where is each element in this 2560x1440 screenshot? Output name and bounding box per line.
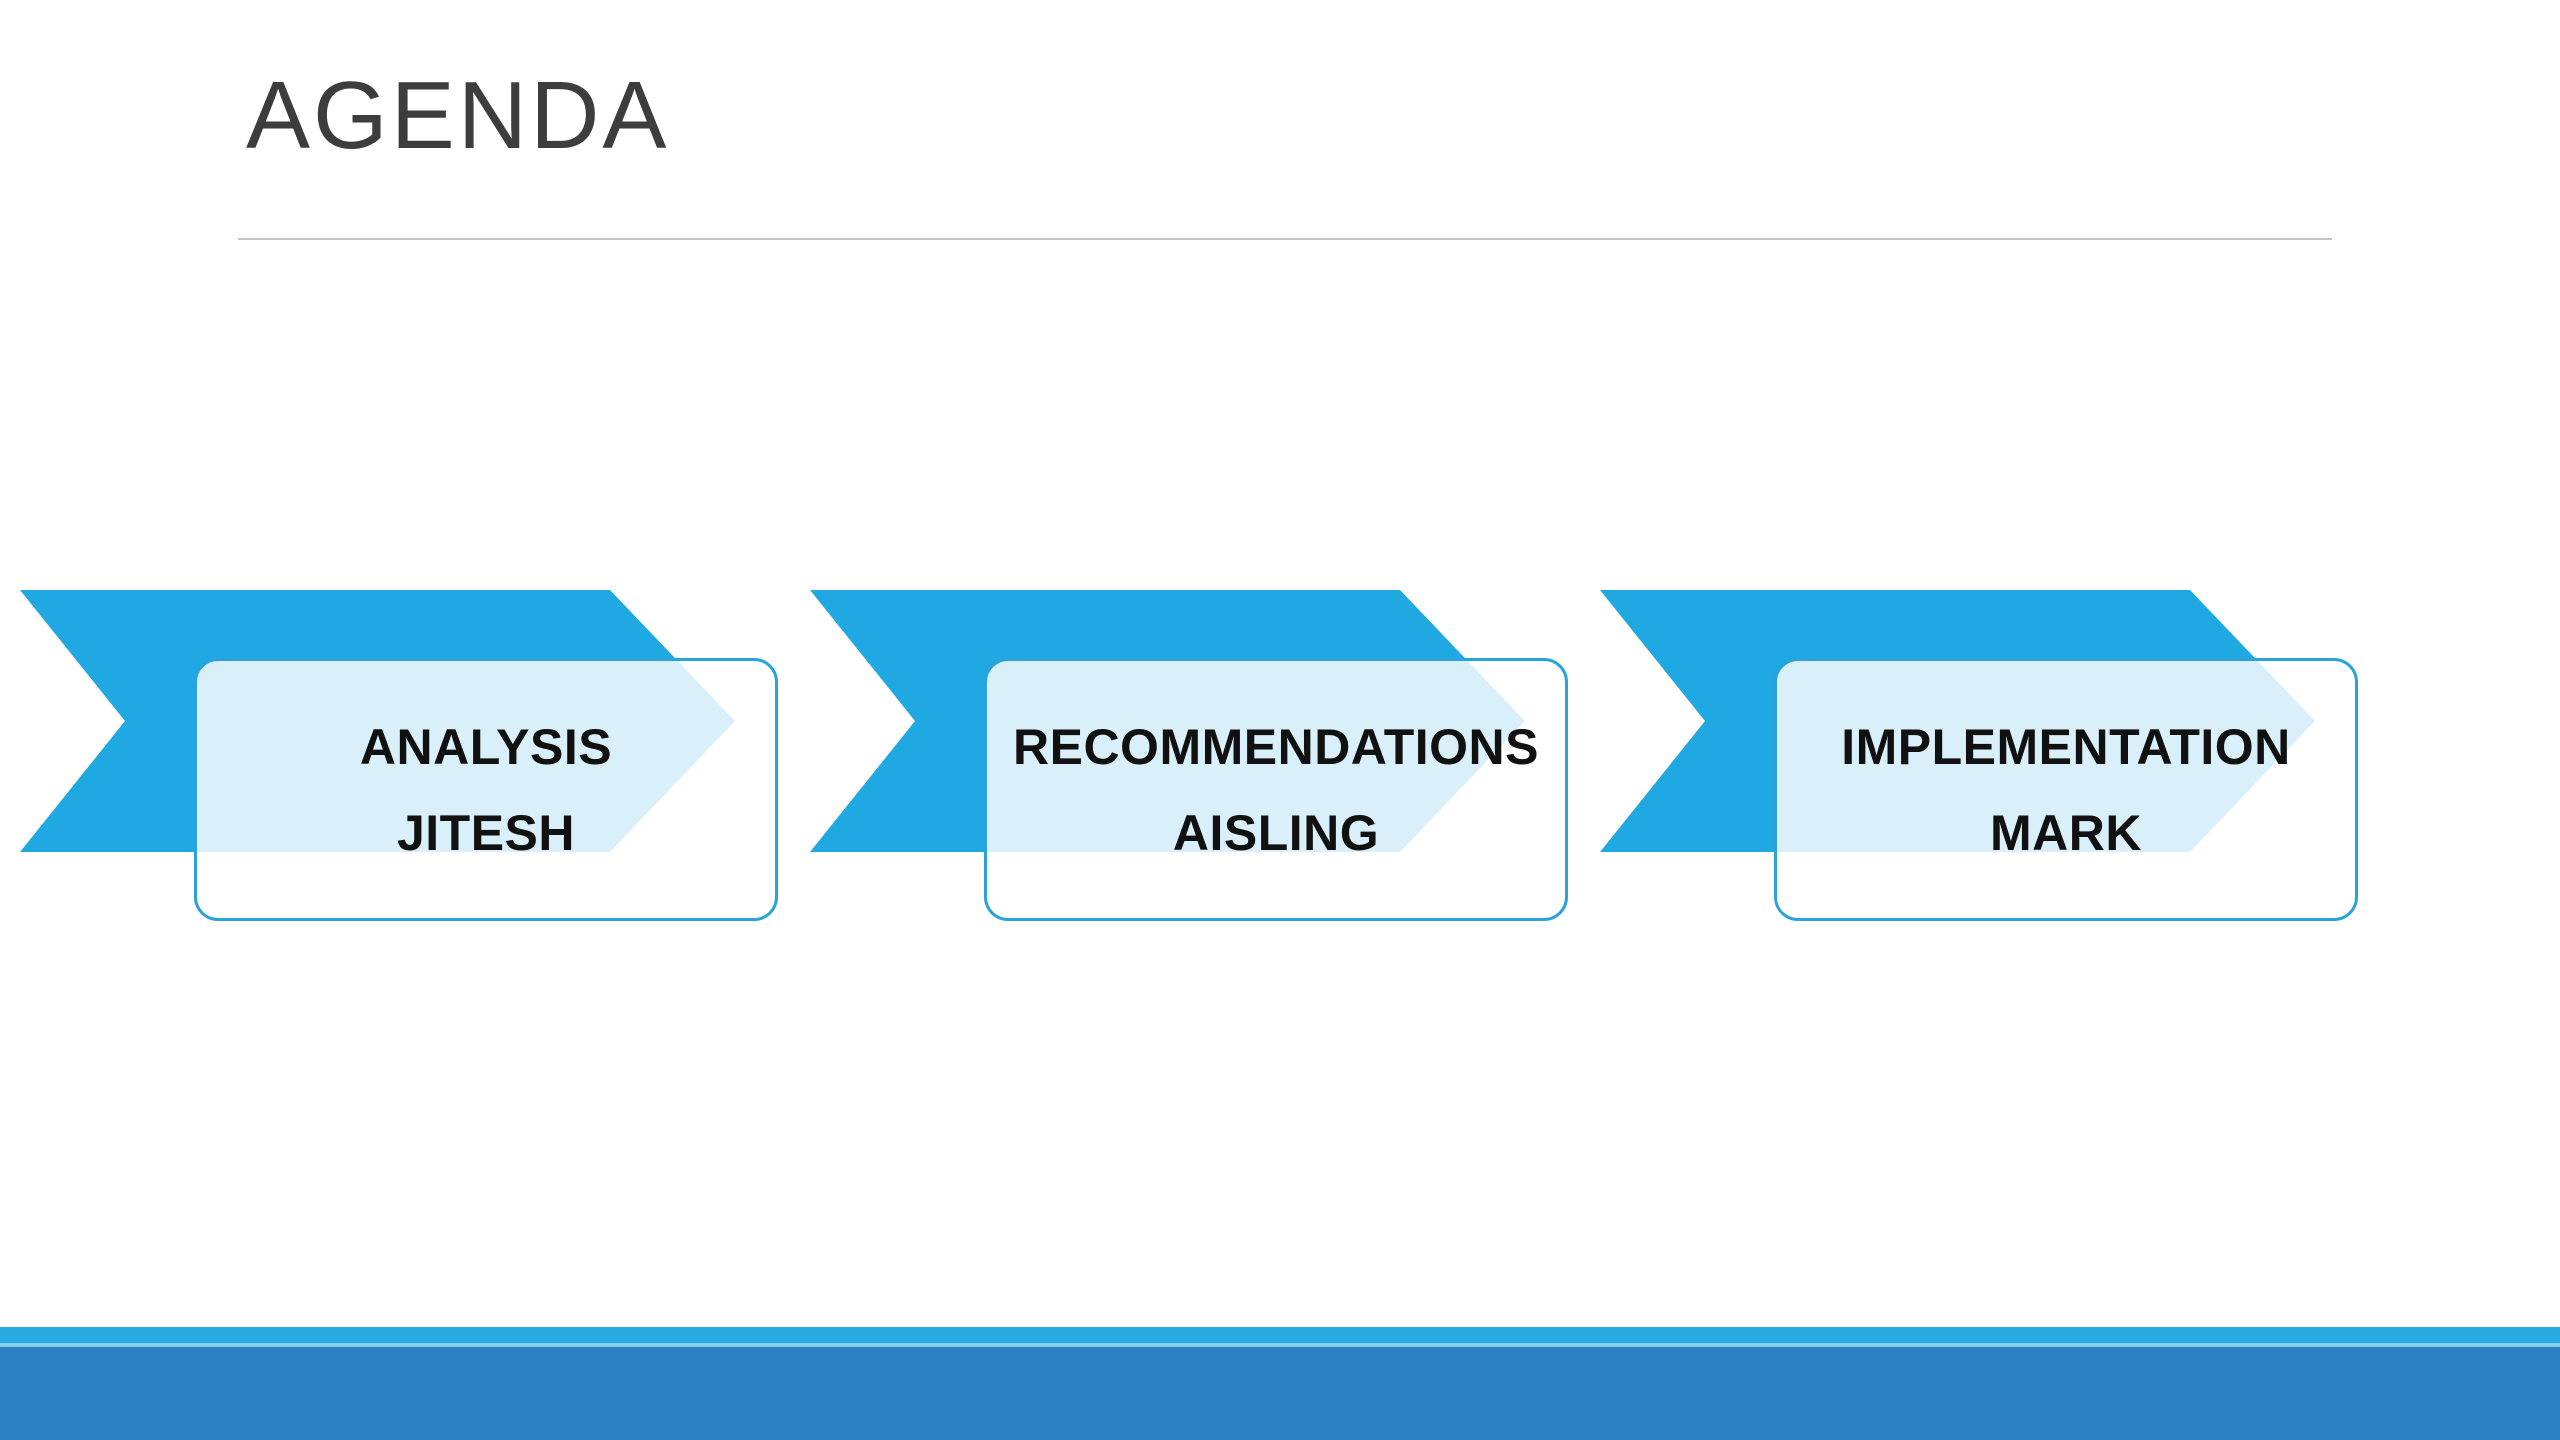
agenda-presenter: AISLING xyxy=(1172,804,1380,861)
footer-separator-line xyxy=(0,1343,2560,1347)
agenda-presenter: JITESH xyxy=(396,804,576,861)
agenda-topic: ANALYSIS xyxy=(359,718,613,775)
agenda-item-implementation: IMPLEMENTATION MARK xyxy=(1600,590,2360,930)
agenda-presenter: MARK xyxy=(1990,804,2142,861)
title-underline xyxy=(238,238,2332,240)
footer-band xyxy=(0,1347,2560,1440)
agenda-item-recommendations: RECOMMENDATIONS AISLING xyxy=(810,590,1570,930)
agenda-topic: RECOMMENDATIONS xyxy=(1012,718,1539,775)
agenda-topic: IMPLEMENTATION xyxy=(1841,718,2291,775)
agenda-card: ANALYSIS JITESH xyxy=(194,658,778,921)
agenda-card: IMPLEMENTATION MARK xyxy=(1774,658,2358,921)
footer-accent-strip xyxy=(0,1327,2560,1343)
agenda-card: RECOMMENDATIONS AISLING xyxy=(984,658,1568,921)
agenda-item-analysis: ANALYSIS JITESH xyxy=(20,590,780,930)
slide-title: AGENDA xyxy=(246,62,670,169)
